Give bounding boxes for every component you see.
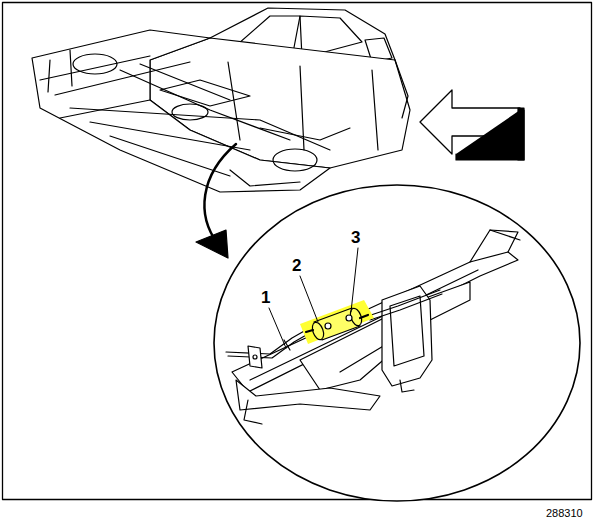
- callout-number: 2: [292, 257, 301, 274]
- filter-highlight: [300, 300, 374, 344]
- detail-circle: [214, 185, 580, 501]
- view-arrow: [420, 90, 524, 160]
- figure-number: 288310: [546, 508, 583, 519]
- callout-number: 1: [261, 289, 270, 306]
- vehicle-body: [32, 8, 410, 192]
- detail-arrow: [196, 144, 236, 258]
- callout-number: 3: [351, 229, 360, 246]
- leader-lines: [269, 248, 358, 348]
- frame-rail-detail: [226, 230, 520, 424]
